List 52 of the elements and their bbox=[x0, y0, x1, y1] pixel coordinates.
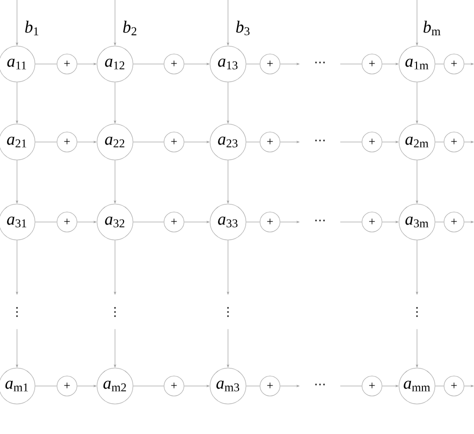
arrow bbox=[16, 328, 18, 368]
arrow bbox=[77, 63, 96, 65]
arrow bbox=[280, 141, 300, 143]
ellipsis: ⋯ bbox=[315, 140, 325, 142]
ellipsis: ⋯ bbox=[315, 62, 325, 64]
arrow bbox=[416, 82, 418, 124]
arrow bbox=[382, 385, 398, 387]
arrow bbox=[227, 0, 229, 46]
ellipsis: ⋯ bbox=[315, 220, 325, 222]
arrow bbox=[16, 160, 18, 204]
arrow bbox=[77, 221, 96, 223]
edge-label: b$_{m}$ bbox=[422, 20, 442, 36]
edge-label: b$_{3}$ bbox=[234, 20, 252, 36]
arrow bbox=[382, 141, 398, 143]
arrow bbox=[184, 221, 210, 223]
ellipsis: ⋯ bbox=[315, 384, 325, 386]
arrow bbox=[184, 141, 210, 143]
arrow bbox=[227, 160, 229, 204]
arrow bbox=[416, 160, 418, 204]
arrow bbox=[416, 240, 418, 294]
arrow bbox=[227, 328, 229, 368]
arrow bbox=[382, 63, 398, 65]
arrow bbox=[114, 82, 116, 124]
arrow bbox=[464, 63, 474, 65]
arrow bbox=[16, 82, 18, 124]
arrow bbox=[280, 221, 300, 223]
ellipsis: ⋮ bbox=[114, 307, 116, 317]
arrow bbox=[464, 385, 474, 387]
arrow bbox=[184, 385, 210, 387]
arrow bbox=[227, 82, 229, 124]
arrow bbox=[382, 221, 398, 223]
arrow bbox=[77, 141, 96, 143]
arrow bbox=[227, 240, 229, 294]
arrow bbox=[416, 0, 418, 46]
arrow bbox=[280, 63, 300, 65]
edge-label: b$_{1}$ bbox=[24, 20, 40, 36]
ellipsis: ⋮ bbox=[16, 307, 18, 317]
ellipsis: ⋮ bbox=[416, 307, 418, 317]
arrow bbox=[114, 240, 116, 294]
arrow bbox=[416, 328, 418, 368]
arrow bbox=[16, 240, 18, 294]
ellipsis: ⋮ bbox=[227, 307, 229, 317]
arrow bbox=[114, 160, 116, 204]
arrow bbox=[280, 385, 300, 387]
edge-label: b$_{2}$ bbox=[122, 20, 138, 36]
arrow bbox=[184, 63, 210, 65]
arrow bbox=[114, 328, 116, 368]
arrow bbox=[16, 0, 18, 46]
arrow bbox=[77, 385, 96, 387]
arrow bbox=[464, 141, 474, 143]
arrow bbox=[464, 221, 474, 223]
arrow bbox=[114, 0, 116, 46]
